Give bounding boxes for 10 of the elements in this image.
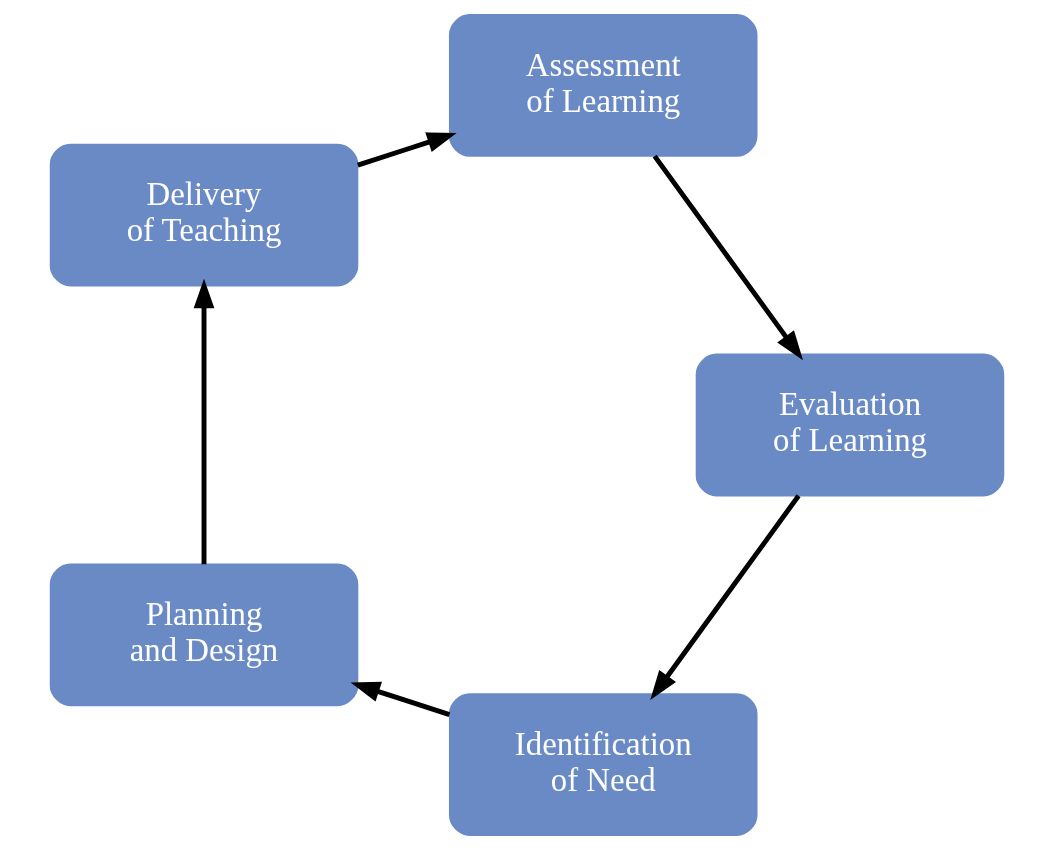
node-box: Evaluation of Learning <box>695 353 1005 497</box>
arrow <box>652 154 803 361</box>
arrow <box>350 681 451 717</box>
node-box: Identification of Need <box>448 693 758 836</box>
node-box: Planning and Design <box>49 563 359 707</box>
node-box: Delivery of Teaching <box>49 143 359 287</box>
arrow <box>650 494 801 700</box>
arrow <box>193 278 215 565</box>
node-box: Assessment of Learning <box>448 14 758 157</box>
arrow <box>357 132 457 168</box>
